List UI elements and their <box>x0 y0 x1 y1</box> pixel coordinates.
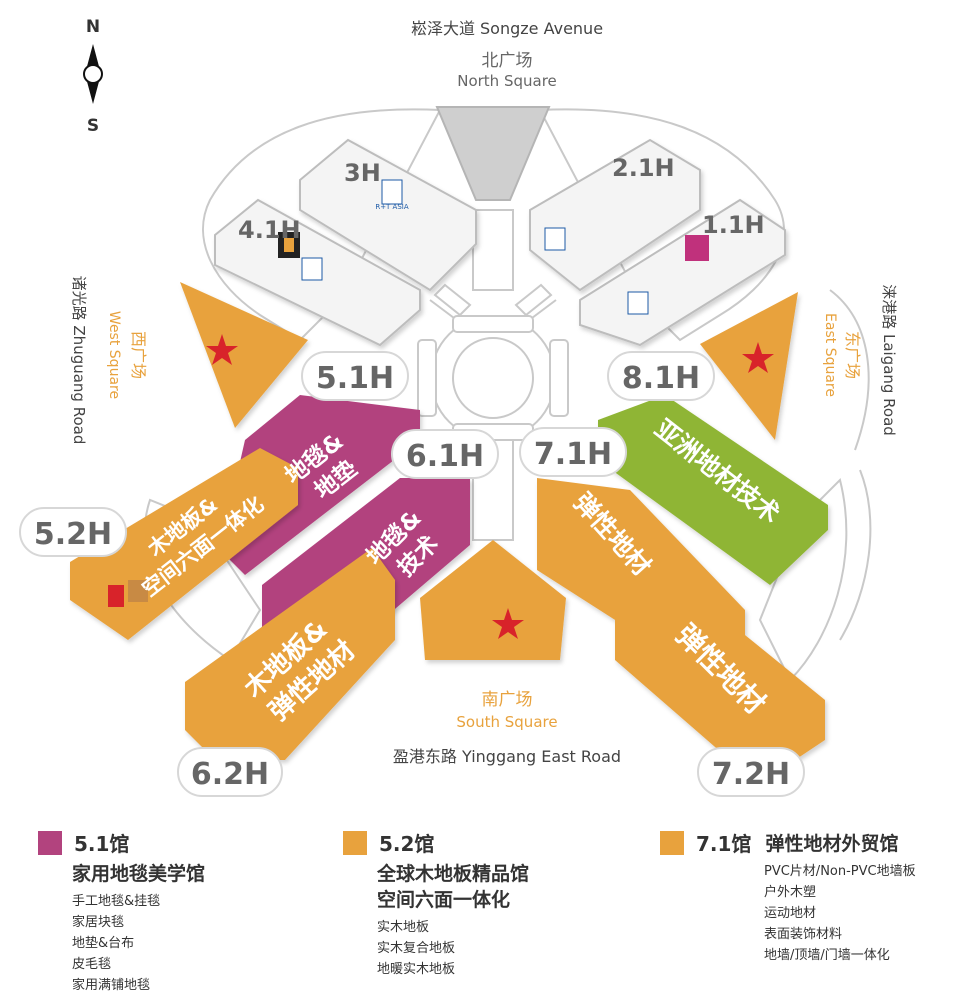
hall-2-1h[interactable] <box>529 138 701 292</box>
legend-item: PVC片材/Non-PVC地墙板 <box>764 864 916 879</box>
legend-hall-number: 5.2馆 <box>379 832 435 856</box>
legend-swatch <box>660 830 684 855</box>
legend-item: 地墙/顶墙/门墙一体化 <box>764 948 890 963</box>
legend-subtitle: 空间六面一体化 <box>377 889 511 911</box>
badge-7-1h[interactable] <box>519 427 627 477</box>
hall-badges <box>19 351 805 797</box>
road-east: 涞港路 Laigang Road <box>880 284 898 436</box>
legend-title: 家用地毯美学馆 <box>72 863 206 885</box>
logo-text: R+T ASIA <box>375 203 409 211</box>
venue-map: R+T ASIA <box>19 17 898 797</box>
legend-item: 家用满铺地毯 <box>72 978 151 993</box>
south-square-star <box>492 608 524 639</box>
compass: N S <box>83 17 103 136</box>
south-square[interactable] <box>420 540 566 660</box>
hall-3h[interactable] <box>299 138 477 292</box>
road-north: 崧泽大道 Songze Avenue <box>411 19 603 38</box>
badge-6-1h[interactable] <box>391 429 499 479</box>
hall-5-2h[interactable] <box>70 448 298 640</box>
hall-label-6-2h: 6.2H <box>191 757 269 792</box>
legend-item: 地暖实木地板 <box>377 962 456 977</box>
road-west: 诸光路 Zhuguang Road <box>70 276 88 445</box>
legend-item: 实木复合地板 <box>377 941 456 956</box>
legend-item: 皮毛毯 <box>72 957 112 972</box>
south-square-zh: 南广场 <box>482 690 533 710</box>
badge-5-2h[interactable] <box>19 507 127 557</box>
legend-hall-5-2: 5.2馆 全球木地板精品馆 空间六面一体化 实木地板 实木复合地板 地暖实木地板 <box>343 828 529 980</box>
badge-6-2h[interactable] <box>177 747 283 797</box>
hall-label-1-1h: 1.1H <box>702 211 765 239</box>
legend-item: 表面装饰材料 <box>764 927 843 942</box>
legend-item: 手工地毯&挂毯 <box>72 894 161 909</box>
road-south: 盈港东路 Yinggang East Road <box>393 747 621 766</box>
east-square-star <box>742 342 774 373</box>
rt-asia-logo-2-1h <box>544 227 566 251</box>
hall-label-7-2h: 7.2H <box>712 757 790 792</box>
legend-swatch <box>38 830 62 855</box>
hall-label-7-1h: 7.1H <box>534 437 612 472</box>
rt-asia-logo-3h: R+T ASIA <box>375 179 409 211</box>
badge-5-1h[interactable] <box>301 351 409 401</box>
east-square[interactable] <box>700 292 798 440</box>
hall-label-8-1h: 8.1H <box>622 361 700 396</box>
west-square-en: West Square <box>106 311 122 399</box>
hall-7-2h[interactable] <box>615 566 825 760</box>
legend-hall-number: 7.1馆 <box>696 832 752 856</box>
east-square-en: East Square <box>822 313 838 397</box>
hall-label-3h: 3H <box>344 159 381 187</box>
compass-north-label: N <box>86 17 100 37</box>
hall-5-1h[interactable] <box>220 395 420 575</box>
legend-item: 户外木塑 <box>764 885 817 900</box>
legend-item: 实木地板 <box>377 920 430 935</box>
legend-item: 地垫&台布 <box>72 936 135 951</box>
hall-label-5-2h: 5.2H <box>34 517 112 552</box>
hall-label-2-1h: 2.1H <box>612 154 675 182</box>
west-square[interactable] <box>180 282 308 428</box>
north-square-en: North Square <box>457 72 557 90</box>
legend-item: 运动地材 <box>764 906 817 921</box>
hall-8-1h[interactable] <box>598 395 828 585</box>
legend-title: 全球木地板精品馆 <box>377 863 530 885</box>
legend-hall-5-1: 5.1馆 家用地毯美学馆 手工地毯&挂毯 家居块毯 地垫&台布 皮毛毯 家用满铺… <box>38 828 205 996</box>
east-square-zh: 东广场 <box>843 331 862 379</box>
legend-hall-7-1: 7.1馆 弹性地材外贸馆 PVC片材/Non-PVC地墙板 户外木塑 运动地材 … <box>660 828 916 966</box>
hall-label-6-1h: 6.1H <box>406 439 484 474</box>
south-square-en: South Square <box>456 713 557 731</box>
badge-7-2h[interactable] <box>697 747 805 797</box>
hall-label-4-1h: 4.1H <box>238 216 301 244</box>
exhibitor-logos-5-2h <box>108 580 148 607</box>
badge-8-1h[interactable] <box>607 351 715 401</box>
rt-asia-logo-4-1h <box>278 232 323 281</box>
hall-label-5-1h: 5.1H <box>316 361 394 396</box>
rt-asia-logo-1-1h <box>627 235 709 315</box>
compass-south-label: S <box>87 116 99 136</box>
legend-swatch <box>343 830 367 855</box>
legend-hall-number: 5.1馆 <box>74 832 130 856</box>
hall-6-2h[interactable] <box>185 548 395 760</box>
north-square-funnel[interactable] <box>435 106 551 201</box>
north-square-zh: 北广场 <box>482 51 533 71</box>
west-square-zh: 西广场 <box>129 331 148 379</box>
legend-item: 家居块毯 <box>72 915 125 930</box>
legend-title: 弹性地材外贸馆 <box>765 833 899 855</box>
west-square-star <box>206 334 238 365</box>
central-hub <box>417 209 569 541</box>
